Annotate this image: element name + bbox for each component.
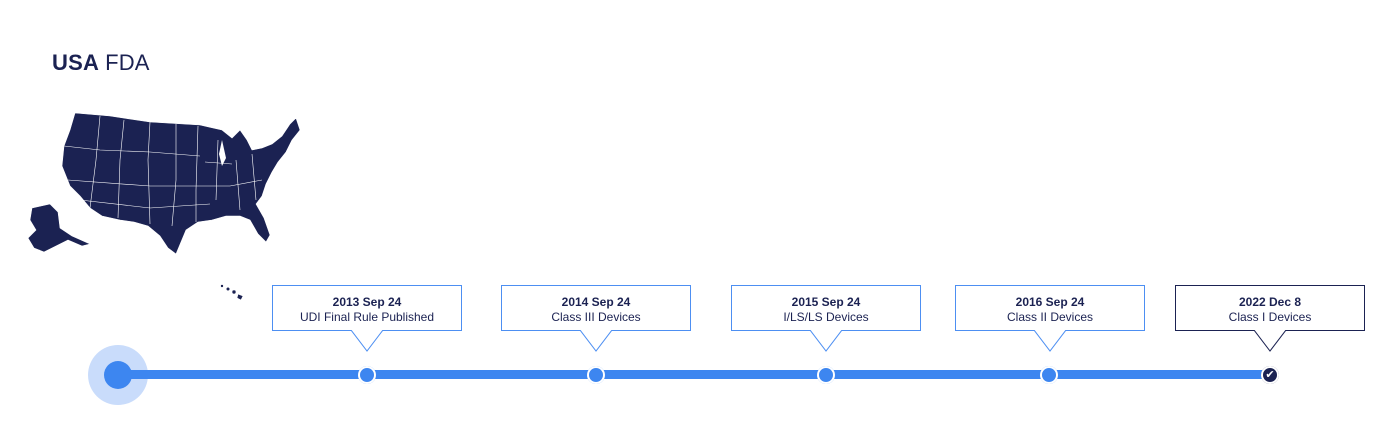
callout-pointer bbox=[1034, 330, 1066, 352]
milestone-node[interactable] bbox=[587, 366, 605, 384]
milestone-date: 2016 Sep 24 bbox=[1015, 295, 1085, 309]
milestone-label: Class I Devices bbox=[1228, 310, 1312, 324]
timeline-track bbox=[118, 370, 1270, 379]
milestone-node[interactable] bbox=[1040, 366, 1058, 384]
timeline-start-marker bbox=[104, 361, 132, 389]
milestone-node[interactable] bbox=[817, 366, 835, 384]
milestone-label: Class II Devices bbox=[1006, 310, 1094, 324]
milestone-callout-current: 2022 Dec 8 Class I Devices bbox=[1175, 285, 1365, 352]
milestone-date: 2013 Sep 24 bbox=[332, 295, 402, 309]
milestone-date: 2015 Sep 24 bbox=[791, 295, 861, 309]
milestone-callout: 2013 Sep 24 UDI Final Rule Published bbox=[272, 285, 462, 352]
milestone-label: I/LS/LS Devices bbox=[783, 310, 869, 324]
milestone-label: Class III Devices bbox=[551, 310, 641, 324]
title-country: USA bbox=[52, 50, 100, 75]
callout-pointer bbox=[1254, 330, 1286, 352]
callout-pointer bbox=[351, 330, 383, 352]
milestone-callout: 2015 Sep 24 I/LS/LS Devices bbox=[731, 285, 921, 352]
callout-pointer bbox=[580, 330, 612, 352]
milestone-date: 2022 Dec 8 bbox=[1238, 295, 1302, 309]
milestone-node-current[interactable]: ✔ bbox=[1261, 366, 1279, 384]
checkmark-icon: ✔ bbox=[1265, 368, 1275, 381]
usa-map-icon bbox=[5, 112, 301, 301]
milestone-label: UDI Final Rule Published bbox=[299, 310, 435, 324]
title-agency: FDA bbox=[105, 50, 150, 75]
milestone-callout: 2014 Sep 24 Class III Devices bbox=[501, 285, 691, 352]
milestone-callout: 2016 Sep 24 Class II Devices bbox=[955, 285, 1145, 352]
milestone-date: 2014 Sep 24 bbox=[561, 295, 631, 309]
callout-pointer bbox=[810, 330, 842, 352]
milestone-node[interactable] bbox=[358, 366, 376, 384]
